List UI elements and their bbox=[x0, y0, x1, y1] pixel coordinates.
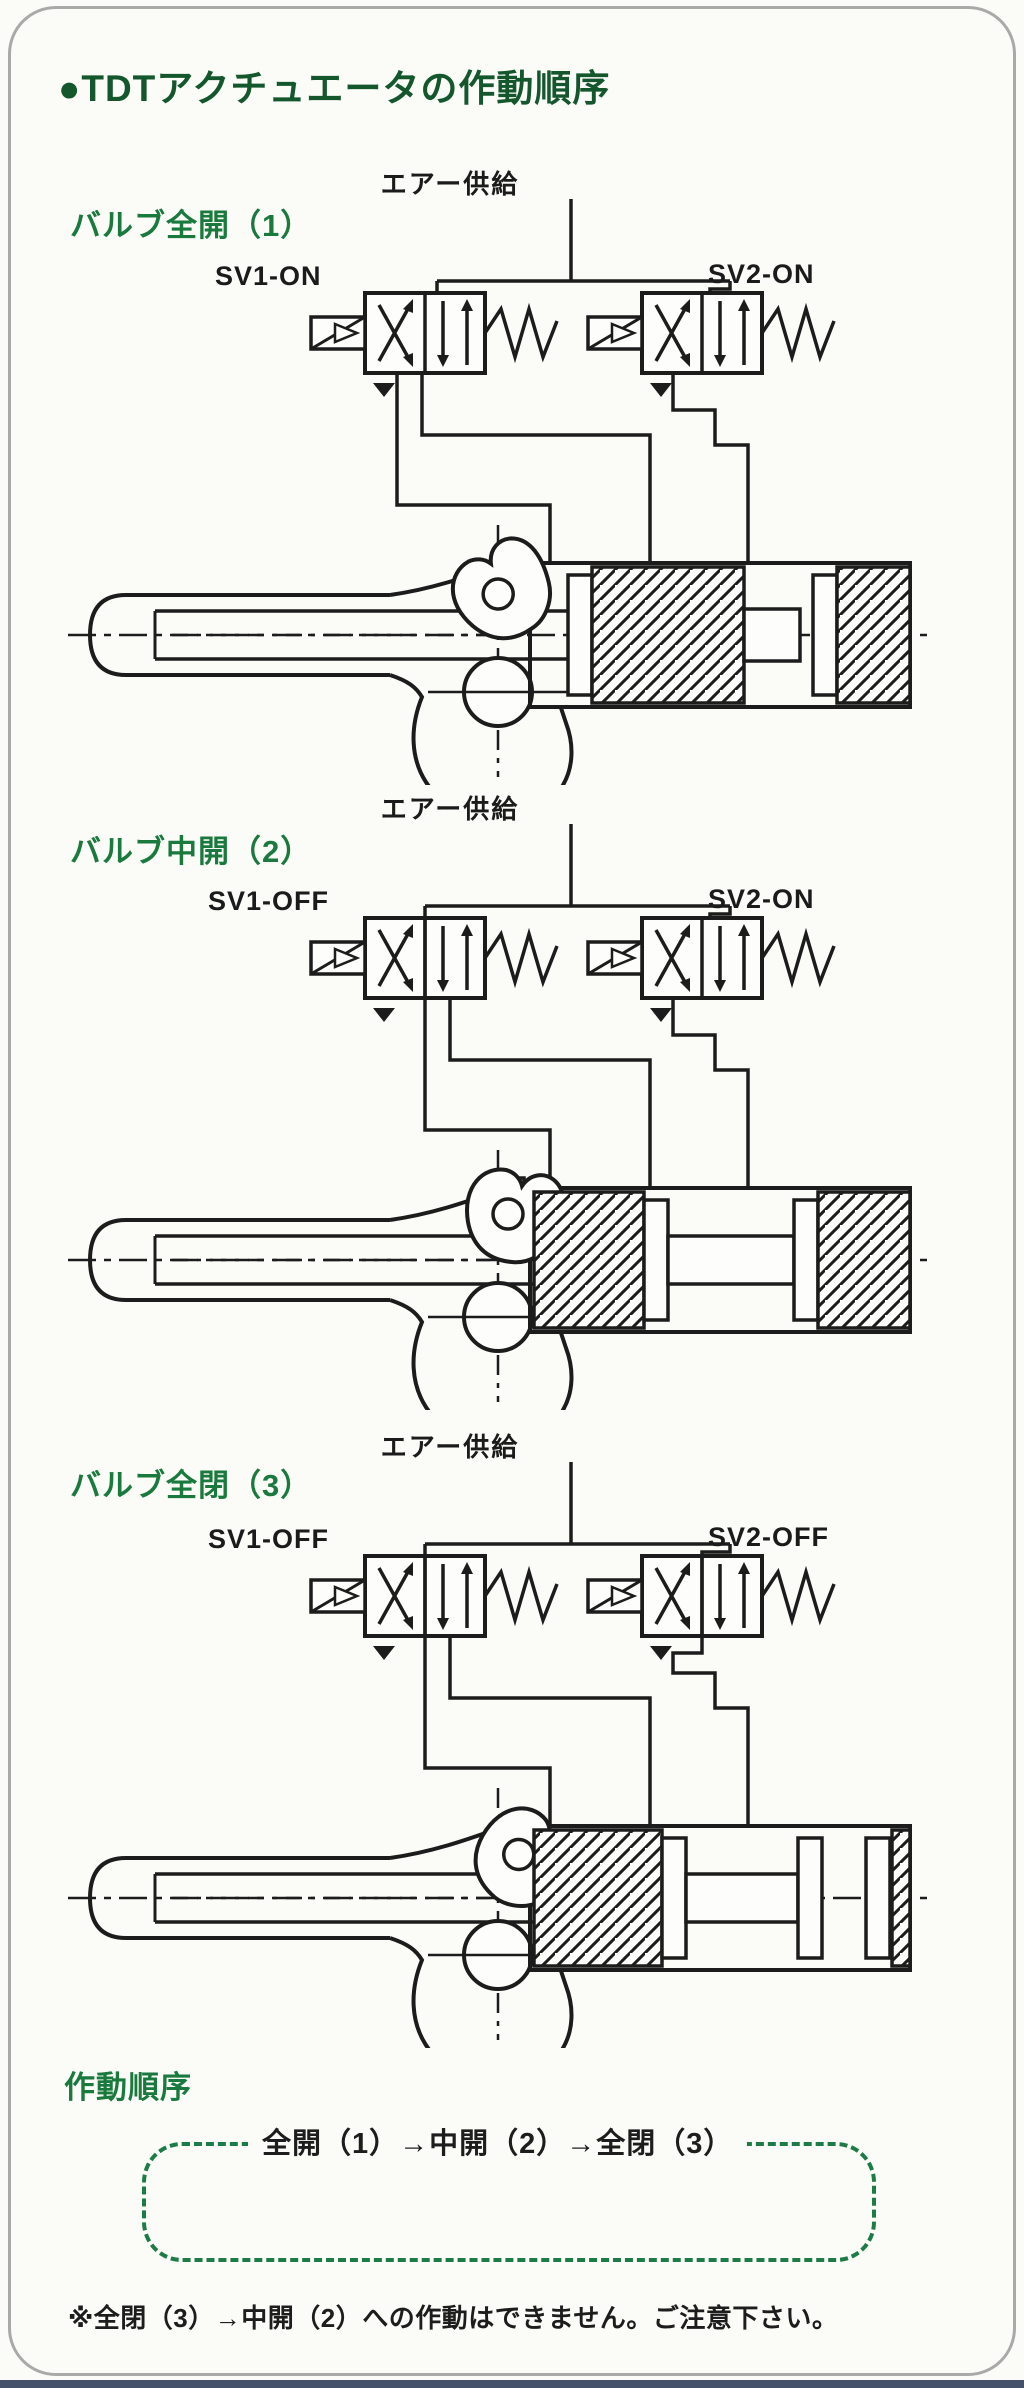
page-title: ●TDTアクチュエータの作動順序 bbox=[58, 68, 611, 109]
piston-group bbox=[532, 1828, 912, 1968]
sv2-label: SV2-ON bbox=[708, 259, 815, 289]
sv2-valve bbox=[586, 291, 836, 399]
panel-2-heading: バルブ中開（2） bbox=[70, 834, 313, 869]
piping-lines bbox=[423, 1462, 750, 1826]
air-supply-label: エアー供給 bbox=[381, 169, 519, 199]
circuit-panel-1: エアー供給 SV1-ON SV2-ON bbox=[66, 169, 934, 785]
sv1-valve bbox=[309, 1554, 559, 1662]
scan-bottom-edge bbox=[0, 2380, 1024, 2388]
sv2-label: SV2-OFF bbox=[708, 1522, 829, 1552]
actuator-drawing bbox=[66, 1148, 934, 1410]
sv1-label: SV1-ON bbox=[215, 261, 322, 291]
piston-group bbox=[532, 1190, 912, 1330]
actuator-drawing bbox=[66, 522, 934, 785]
sequence-note: ※全閉（3）→中開（2）への作動はできません。ご注意下さい。 bbox=[68, 2303, 839, 2333]
sv1-valve bbox=[309, 916, 559, 1024]
circuit-panel-3: エアー供給 SV1-OFF SV2-OFF bbox=[66, 1432, 934, 2048]
panel-3-heading: バルブ全閉（3） bbox=[70, 1468, 313, 1503]
sequence-heading: 作動順序 bbox=[64, 2070, 192, 2105]
sv2-valve bbox=[586, 1554, 836, 1662]
sv1-label: SV1-OFF bbox=[208, 1524, 329, 1554]
air-supply-label: エアー供給 bbox=[381, 794, 519, 824]
sv1-valve bbox=[309, 291, 559, 399]
sv2-label: SV2-ON bbox=[708, 884, 815, 914]
sv2-valve bbox=[586, 916, 836, 1024]
piston-group bbox=[566, 565, 912, 705]
piping-lines bbox=[423, 824, 750, 1188]
piping-lines bbox=[395, 199, 750, 563]
air-supply-label: エアー供給 bbox=[381, 1432, 519, 1462]
actuator-drawing bbox=[66, 1786, 934, 2048]
sequence-flow-text: 全開（1）→中開（2）→全閉（3） bbox=[248, 2120, 748, 2162]
circuit-panel-2: エアー供給 SV1-OFF SV2-ON bbox=[66, 794, 934, 1410]
panel-1-heading: バルブ全開（1） bbox=[70, 208, 313, 243]
sv1-label: SV1-OFF bbox=[208, 886, 329, 916]
